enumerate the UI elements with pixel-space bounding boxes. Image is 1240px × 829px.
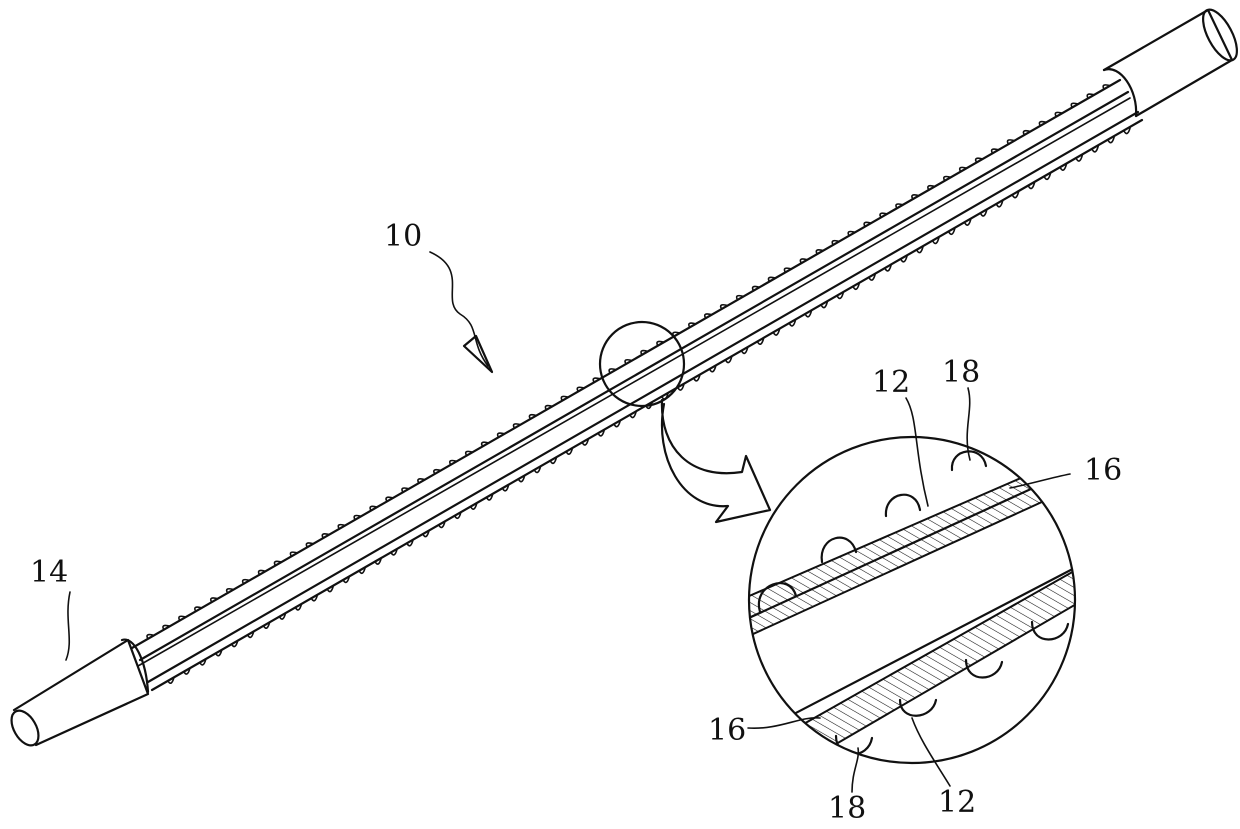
label-detail-right: 16 [1084,453,1122,488]
label-detail-top-left: 12 [872,365,910,400]
label-rod-assembly: 10 [384,219,422,254]
label-detail-bottom-left: 18 [828,791,866,826]
detail-view [740,437,1090,800]
label-end-cap: 14 [30,555,68,590]
detail-source-circle [600,322,684,406]
end-cap-right [1104,5,1240,116]
label-detail-top-right: 18 [942,355,980,390]
label-detail-left: 16 [708,713,746,748]
rod-body [132,80,1142,690]
end-cap-left [6,640,148,750]
detail-arrow [662,400,770,522]
label-detail-bottom-right: 12 [938,785,976,820]
